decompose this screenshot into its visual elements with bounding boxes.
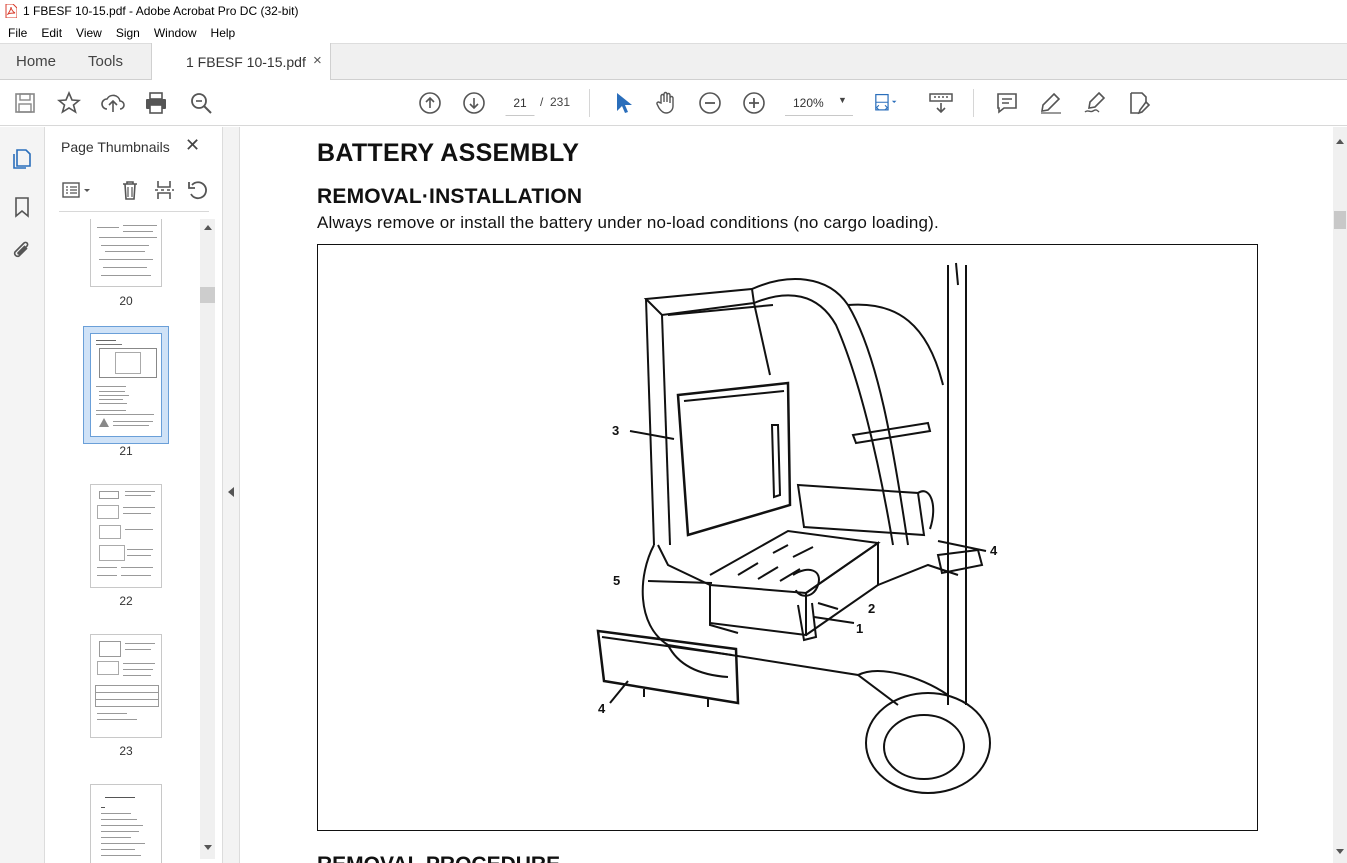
menu-window[interactable]: Window	[153, 25, 197, 40]
thumbnail-page-22[interactable]	[90, 484, 162, 588]
thumbnail-label-23: 23	[119, 744, 133, 758]
menu-file[interactable]: File	[8, 25, 28, 40]
attachment-icon[interactable]	[10, 239, 34, 263]
hand-icon[interactable]	[653, 90, 679, 116]
thumbnail-options-icon[interactable]	[61, 179, 93, 204]
delete-icon[interactable]	[119, 179, 141, 204]
thumbnails-panel: Page Thumbnails ✕ 20	[45, 127, 222, 863]
toolbar-divider	[589, 89, 590, 117]
thumbnail-page-24[interactable]	[90, 784, 162, 863]
scroll-up-icon[interactable]	[1336, 139, 1344, 144]
page-separator: /	[540, 95, 544, 109]
thumbnail-label-21: 21	[119, 444, 133, 458]
callout-4-right: 4	[990, 543, 998, 558]
select-cursor-icon[interactable]	[609, 90, 635, 116]
scroll-mode-icon[interactable]	[928, 90, 954, 116]
thumbnail-page-23[interactable]	[90, 634, 162, 738]
tab-home[interactable]: Home	[16, 53, 57, 70]
tab-tools[interactable]: Tools	[88, 53, 124, 70]
document-scrollbar[interactable]	[1333, 127, 1347, 863]
thumbnail-page-21[interactable]	[90, 333, 162, 437]
menu-bar: File Edit View Sign Window Help	[0, 22, 1347, 43]
page-number-input[interactable]: 21	[505, 90, 535, 116]
title-bar: 1 FBESF 10-15.pdf - Adobe Acrobat Pro DC…	[0, 0, 1347, 22]
fill-sign-icon[interactable]	[1126, 90, 1152, 116]
panel-title: Page Thumbnails	[61, 139, 170, 155]
menu-edit[interactable]: Edit	[41, 25, 63, 40]
zoom-value: 120%	[793, 96, 824, 110]
fit-page-icon[interactable]	[872, 90, 898, 116]
thumbnail-scrollbar[interactable]	[200, 219, 215, 859]
thumbnail-label-22: 22	[119, 594, 133, 608]
scroll-up-icon[interactable]	[204, 225, 212, 230]
upload-icon[interactable]	[100, 90, 126, 116]
document-view[interactable]: BATTERY ASSEMBLY REMOVAL·INSTALLATION Al…	[241, 127, 1333, 863]
callout-5: 5	[613, 573, 621, 588]
panel-divider	[59, 211, 209, 212]
zoom-out-icon[interactable]	[697, 90, 723, 116]
close-icon[interactable]: ✕	[185, 135, 201, 155]
comment-icon[interactable]	[994, 90, 1020, 116]
acrobat-pdf-icon	[5, 3, 18, 19]
zoom-in-icon[interactable]	[741, 90, 767, 116]
highlight-icon[interactable]	[1038, 90, 1064, 116]
window-title: 1 FBESF 10-15.pdf - Adobe Acrobat Pro DC…	[23, 4, 299, 18]
menu-view[interactable]: View	[76, 25, 102, 40]
menu-help[interactable]: Help	[210, 25, 236, 40]
zoom-select[interactable]: 120% ▼	[785, 90, 853, 116]
next-page-icon[interactable]	[461, 90, 487, 116]
scroll-down-icon[interactable]	[1336, 849, 1344, 854]
save-icon[interactable]	[12, 90, 38, 116]
collapse-panel-icon[interactable]	[228, 487, 234, 497]
rotate-icon[interactable]	[187, 179, 209, 204]
callout-3: 3	[612, 423, 620, 438]
document-scroll-thumb[interactable]	[1334, 211, 1346, 229]
tab-document-label: 1 FBESF 10-15.pdf	[186, 54, 306, 70]
menu-sign[interactable]: Sign	[115, 25, 140, 40]
bookmark-star-icon[interactable]	[56, 90, 82, 116]
search-zoom-icon[interactable]	[188, 90, 214, 116]
doc-paragraph: Always remove or install the battery und…	[317, 213, 939, 232]
thumbnail-scroll-thumb[interactable]	[200, 287, 215, 303]
left-rail	[0, 127, 45, 863]
page-thumbnails-icon[interactable]	[10, 147, 34, 171]
tab-close-icon[interactable]: ×	[313, 52, 322, 69]
battery-diagram-figure: 3 4 5 2 1 4	[317, 244, 1258, 831]
panel-splitter[interactable]	[222, 127, 240, 863]
print-icon[interactable]	[143, 90, 169, 116]
thumbnail-page-20[interactable]	[90, 219, 162, 287]
callout-1: 1	[856, 621, 864, 636]
chevron-down-icon: ▼	[838, 95, 847, 105]
toolbar-divider	[973, 89, 974, 117]
tab-bar: Home Tools 1 FBESF 10-15.pdf ×	[0, 43, 1347, 81]
bookmark-icon[interactable]	[10, 195, 34, 219]
callout-2: 2	[868, 601, 876, 616]
doc-heading: BATTERY ASSEMBLY	[317, 139, 580, 167]
tab-document[interactable]: 1 FBESF 10-15.pdf ×	[151, 43, 331, 81]
doc-subheading: REMOVAL·INSTALLATION	[317, 185, 583, 208]
page-total: 231	[550, 95, 571, 109]
forklift-battery-illustration	[596, 262, 991, 794]
prev-page-icon[interactable]	[417, 90, 443, 116]
callout-4-left: 4	[598, 701, 606, 716]
main-toolbar: 21 / 231 120% ▼	[0, 80, 1347, 126]
thumbnail-label-20: 20	[119, 294, 133, 308]
sign-icon[interactable]	[1082, 90, 1108, 116]
scroll-down-icon[interactable]	[204, 845, 212, 850]
doc-next-heading: REMOVAL PROCEDURE	[317, 853, 560, 863]
extract-pages-icon[interactable]	[153, 179, 175, 204]
